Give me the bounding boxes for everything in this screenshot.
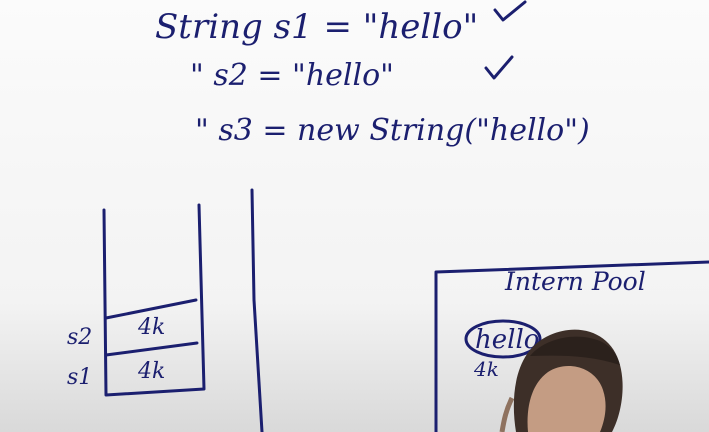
check-mark-1 bbox=[493, 0, 527, 22]
intern-pool-title: Intern Pool bbox=[504, 267, 646, 296]
code-line-3: " s3 = new String("hello") bbox=[195, 113, 590, 148]
stack-diagram: 4k 4k s2 s1 bbox=[67, 203, 206, 397]
code-line-2: " s2 = "hello" bbox=[190, 58, 394, 93]
stack-divider-bottom bbox=[104, 341, 199, 357]
stack-label-s2: s2 bbox=[67, 325, 92, 350]
intern-pool-item: hello bbox=[475, 325, 539, 355]
presenter-figure bbox=[499, 329, 623, 432]
code-line-1: String s1 = "hello" bbox=[155, 7, 478, 47]
stack-label-s1: s1 bbox=[67, 365, 92, 390]
hello-circle bbox=[464, 319, 542, 359]
heap-separator-line bbox=[250, 188, 264, 432]
intern-pool-address: 4k bbox=[473, 357, 499, 381]
stack-cell-value-s1: 4k bbox=[137, 359, 165, 384]
intern-pool-box bbox=[434, 260, 709, 432]
stack-outline bbox=[102, 203, 206, 397]
stack-divider-top bbox=[104, 298, 198, 320]
intern-pool-diagram: Intern Pool hello 4k bbox=[434, 260, 709, 432]
check-mark-2 bbox=[484, 55, 514, 80]
stack-cell-value-s2: 4k bbox=[137, 315, 165, 340]
